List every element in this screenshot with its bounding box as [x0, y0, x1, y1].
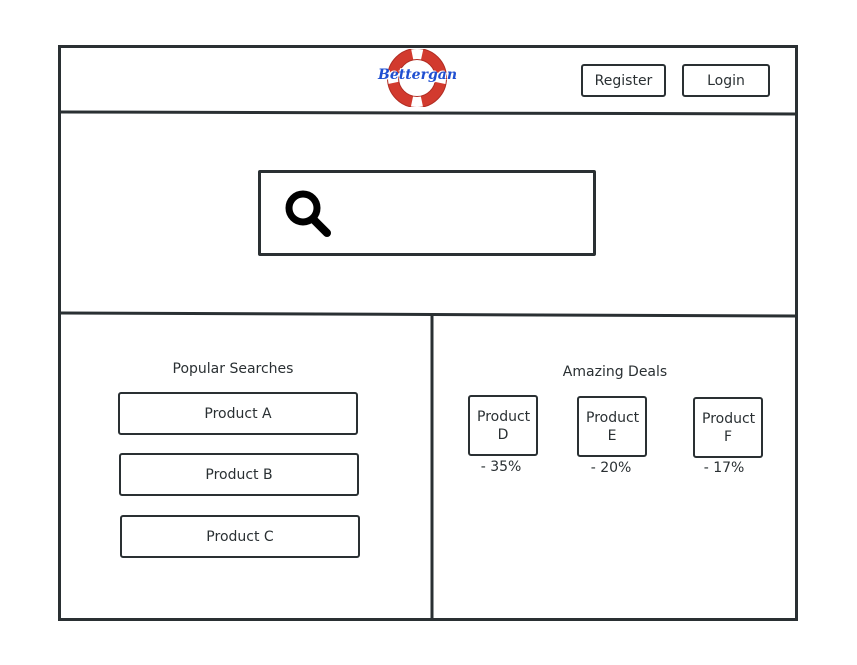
popular-item-product-c[interactable]: Product C [120, 515, 360, 558]
deal-discount: - 17% [703, 460, 745, 476]
register-button[interactable]: Register [581, 64, 666, 97]
amazing-deals-title: Amazing Deals [562, 364, 668, 380]
popular-searches-title: Popular Searches [172, 361, 294, 377]
search-icon [283, 187, 333, 243]
deal-card-product-e[interactable]: Product E [577, 396, 647, 457]
logo[interactable]: Bettergan [378, 48, 457, 108]
deal-discount: - 35% [480, 459, 522, 475]
deal-label: Product D [477, 408, 531, 443]
deal-label: Product E [586, 409, 640, 444]
search-field[interactable] [341, 193, 585, 235]
popular-item-product-b[interactable]: Product B [119, 453, 359, 496]
logo-text: Bettergan [378, 67, 457, 83]
search-input[interactable] [258, 170, 596, 256]
deal-discount: - 20% [590, 460, 632, 476]
deal-card-product-f[interactable]: Product F [693, 397, 763, 458]
login-button[interactable]: Login [682, 64, 770, 97]
popular-item-product-a[interactable]: Product A [118, 392, 358, 435]
deal-card-product-d[interactable]: Product D [468, 395, 538, 456]
deal-label: Product F [702, 410, 756, 445]
